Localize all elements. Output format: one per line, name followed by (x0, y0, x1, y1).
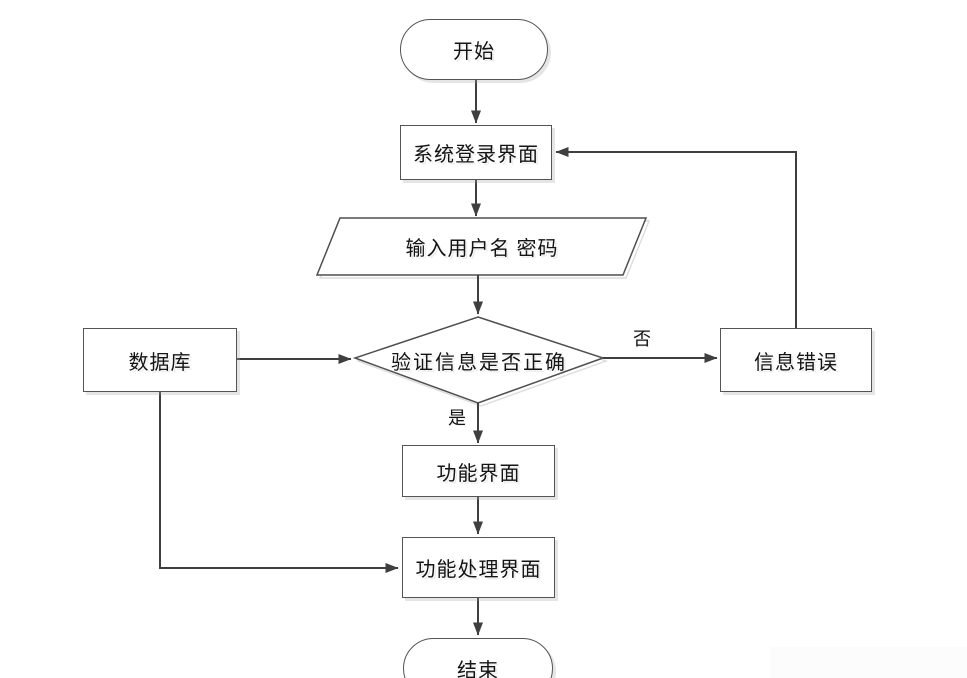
node-login-screen: 系统登录界面 (400, 125, 552, 180)
node-error-label: 信息错误 (754, 351, 838, 374)
node-function-screen: 功能界面 (402, 445, 555, 497)
node-function-label: 功能界面 (436, 462, 521, 485)
node-info-error: 信息错误 (720, 328, 872, 392)
watermark-band (770, 647, 967, 678)
io-shape (315, 217, 648, 276)
node-start: 开始 (400, 19, 548, 80)
node-input-credentials: 输入用户名 密码 (332, 218, 632, 275)
node-start-label: 开始 (453, 41, 495, 63)
node-end: 结束 (403, 638, 553, 678)
node-end-label: 结束 (457, 660, 499, 678)
node-verify-label: 验证信息是否正确 (391, 351, 567, 374)
edge-label-no: 否 (633, 329, 651, 349)
node-database-label: 数据库 (128, 351, 192, 374)
edge-database-process (159, 392, 399, 573)
node-database: 数据库 (83, 328, 237, 392)
node-verify-decision: 验证信息是否正确 (355, 317, 603, 403)
node-process-label: 功能处理界面 (415, 559, 542, 581)
node-login-label: 系统登录界面 (413, 144, 539, 166)
node-function-process-screen: 功能处理界面 (402, 537, 555, 598)
edge-label-yes: 是 (448, 408, 466, 428)
node-input-label: 输入用户名 密码 (405, 238, 559, 260)
edge-error-login-return (555, 147, 797, 328)
